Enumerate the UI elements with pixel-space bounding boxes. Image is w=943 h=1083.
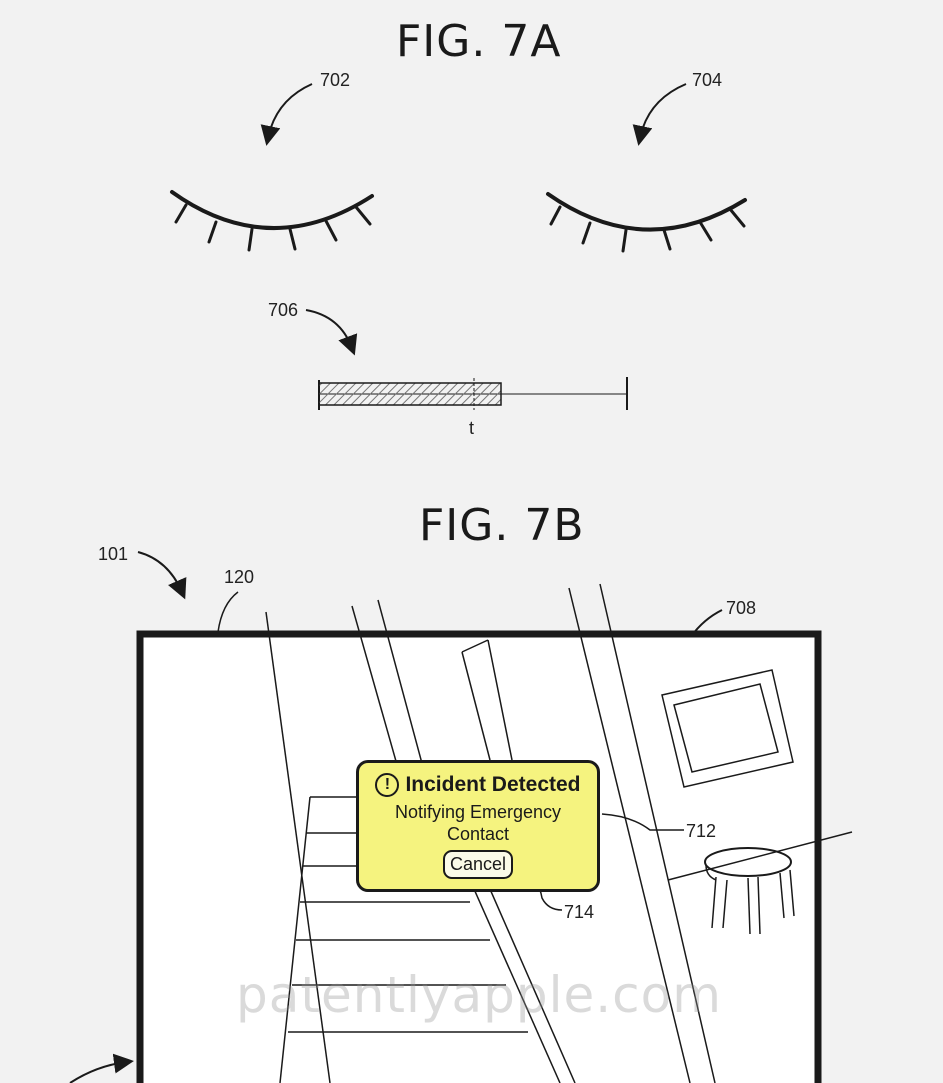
leader-arrow-101 xyxy=(137,551,187,600)
notification-message: Notifying Emergency Contact xyxy=(394,802,562,844)
leader-arrow-706 xyxy=(305,309,358,356)
ref-120: 120 xyxy=(224,567,255,587)
ref-712: 712 xyxy=(686,821,717,841)
exclamation-circle-icon: ! xyxy=(375,773,400,797)
leader-arrow-702 xyxy=(260,83,313,146)
ref-708: 708 xyxy=(726,598,757,618)
ref-101: 101 xyxy=(98,544,129,564)
timeline-marker-label: t xyxy=(469,418,475,438)
figure-title-7a: FIG. 7A xyxy=(396,16,562,67)
leader-line-712 xyxy=(601,813,684,831)
notification-header: ! Incident Detected xyxy=(359,773,597,797)
leader-arrow-704 xyxy=(632,83,687,146)
ref-706: 706 xyxy=(268,300,299,320)
ref-714: 714 xyxy=(564,902,595,922)
leader-line-120 xyxy=(217,591,239,633)
ref-704: 704 xyxy=(692,70,723,90)
incident-notification: ! Incident Detected Notifying Emergency … xyxy=(356,760,600,892)
ref-702: 702 xyxy=(320,70,351,90)
leader-arrow-bottom xyxy=(69,1053,134,1083)
notification-title: Incident Detected xyxy=(405,773,581,796)
closed-eye-left xyxy=(170,190,374,252)
cancel-button[interactable]: Cancel xyxy=(442,850,514,879)
figure-title-7b: FIG. 7B xyxy=(419,500,585,551)
timeline xyxy=(318,377,628,410)
closed-eye-right xyxy=(546,192,747,253)
timeline-progress-bar xyxy=(318,382,502,406)
room-scene xyxy=(265,583,853,1083)
watermark: patentlyapple.com xyxy=(236,966,722,1024)
